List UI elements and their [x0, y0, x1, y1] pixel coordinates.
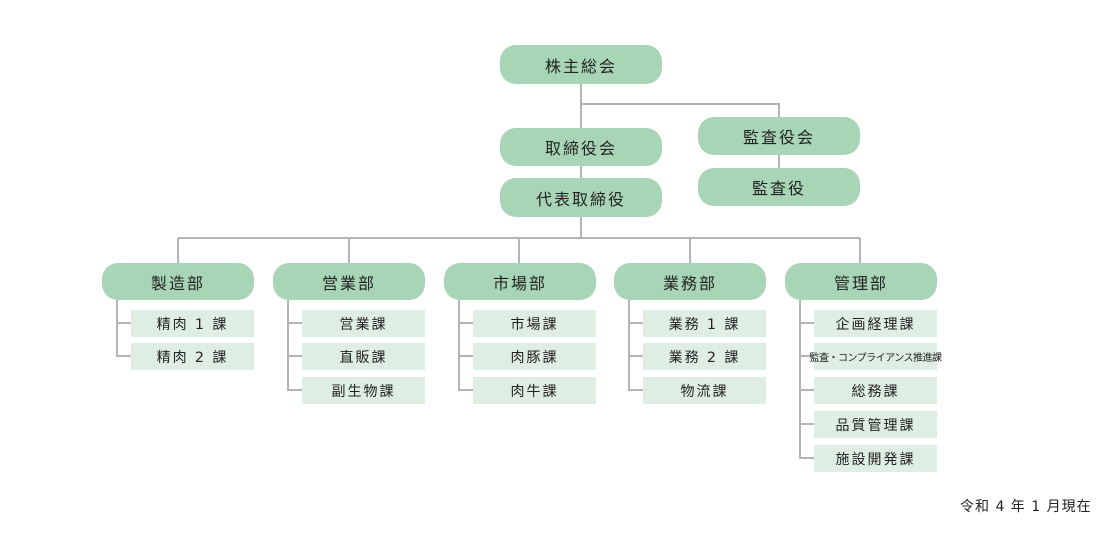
- connector-dept-5-sections: [799, 300, 814, 459]
- board-of-directors-node: 取締役会: [500, 128, 662, 166]
- department-node-manufacturing: 製造部: [102, 263, 254, 300]
- connector-dept-2-sections: [287, 300, 302, 391]
- department-node-sales: 営業部: [273, 263, 425, 300]
- shareholders-meeting-node: 株主総会: [500, 45, 662, 84]
- connector-dept-1-sections: [116, 300, 131, 357]
- section-box: 肉牛課: [473, 377, 596, 404]
- section-box: 直販課: [302, 343, 425, 370]
- representative-director-node: 代表取締役: [500, 178, 662, 217]
- section-box: 監査・コンプライアンス推進課: [809, 343, 942, 370]
- section-box: 業務 1 課: [643, 310, 766, 337]
- audit-board-node: 監査役会: [698, 117, 860, 155]
- section-box: 精肉 2 課: [131, 343, 254, 370]
- connector-dept-4-sections: [628, 300, 643, 391]
- auditor-node: 監査役: [698, 168, 860, 206]
- department-node-administration: 管理部: [785, 263, 937, 300]
- section-box: 物流課: [643, 377, 766, 404]
- section-box: 副生物課: [302, 377, 425, 404]
- section-box: 業務 2 課: [643, 343, 766, 370]
- connector-dept-3-sections: [458, 300, 473, 391]
- section-box: 施設開発課: [814, 445, 937, 472]
- department-node-operations: 業務部: [614, 263, 766, 300]
- as-of-date: 令和 4 年 1 月現在: [960, 499, 1092, 515]
- section-box: 品質管理課: [814, 411, 937, 438]
- section-box: 企画経理課: [814, 310, 937, 337]
- section-box: 市場課: [473, 310, 596, 337]
- section-box: 営業課: [302, 310, 425, 337]
- section-box: 精肉 1 課: [131, 310, 254, 337]
- section-box: 総務課: [814, 377, 937, 404]
- department-node-market: 市場部: [444, 263, 596, 300]
- section-box: 肉豚課: [473, 343, 596, 370]
- connector-shareholders-audit: [581, 103, 780, 117]
